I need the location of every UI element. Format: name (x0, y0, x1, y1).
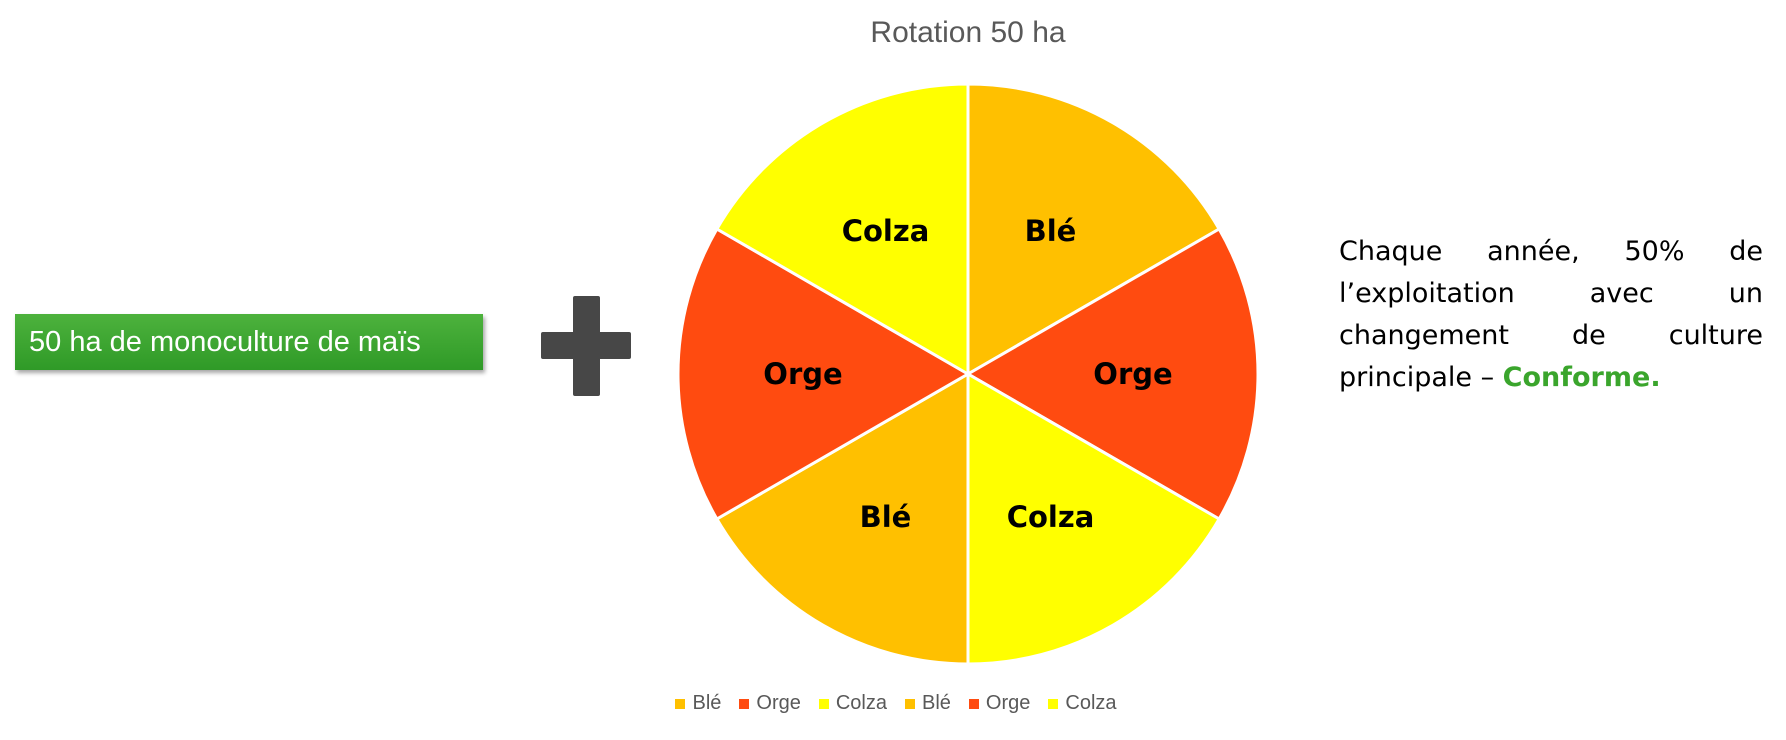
legend-item: Colza (818, 692, 887, 715)
pie-slice (676, 226, 971, 522)
legend-label: Orge (985, 692, 1031, 714)
slice-label: Colza (842, 214, 930, 248)
legend-swatch (905, 698, 915, 709)
legend-label: Blé (922, 692, 951, 714)
legend-item: Colza (1048, 692, 1117, 715)
legend-item: Orge (739, 692, 801, 715)
rotation-note: Chaque année, 50% de l’exploitation avec… (1339, 231, 1763, 399)
pie-slice (966, 82, 1222, 377)
compliance-status: Conforme. (1502, 362, 1661, 393)
legend-swatch (968, 698, 979, 709)
slice-label: Orge (763, 357, 842, 391)
pie-slice (966, 371, 1222, 666)
legend-swatch (1048, 698, 1059, 709)
pie-slice (964, 226, 1260, 522)
plus-icon (541, 296, 631, 396)
legend-item: Blé (675, 692, 721, 715)
slice-label: Blé (1025, 214, 1077, 248)
legend-label: Colza (835, 692, 887, 714)
slice-label: Colza (1007, 500, 1095, 534)
legend-label: Orge (756, 692, 801, 714)
legend-label: Colza (1065, 692, 1117, 714)
monoculture-badge: 50 ha de monoculture de maïs (15, 314, 483, 370)
legend-item: Blé (905, 692, 951, 715)
chart-legend: Blé Orge Colza Blé Orge Colza (0, 692, 1786, 715)
legend-item: Orge (968, 692, 1031, 715)
legend-label: Blé (692, 692, 722, 714)
pie-slice (714, 371, 970, 666)
legend-swatch (818, 698, 829, 709)
legend-swatch (739, 698, 750, 709)
pie-slice (714, 82, 970, 377)
slice-label: Blé (860, 500, 912, 534)
slice-label: Orge (1093, 357, 1172, 391)
legend-swatch (675, 698, 686, 709)
note-text: Chaque année, 50% de l’exploitation avec… (1339, 236, 1763, 393)
chart-title: Rotation 50 ha (870, 16, 1066, 49)
